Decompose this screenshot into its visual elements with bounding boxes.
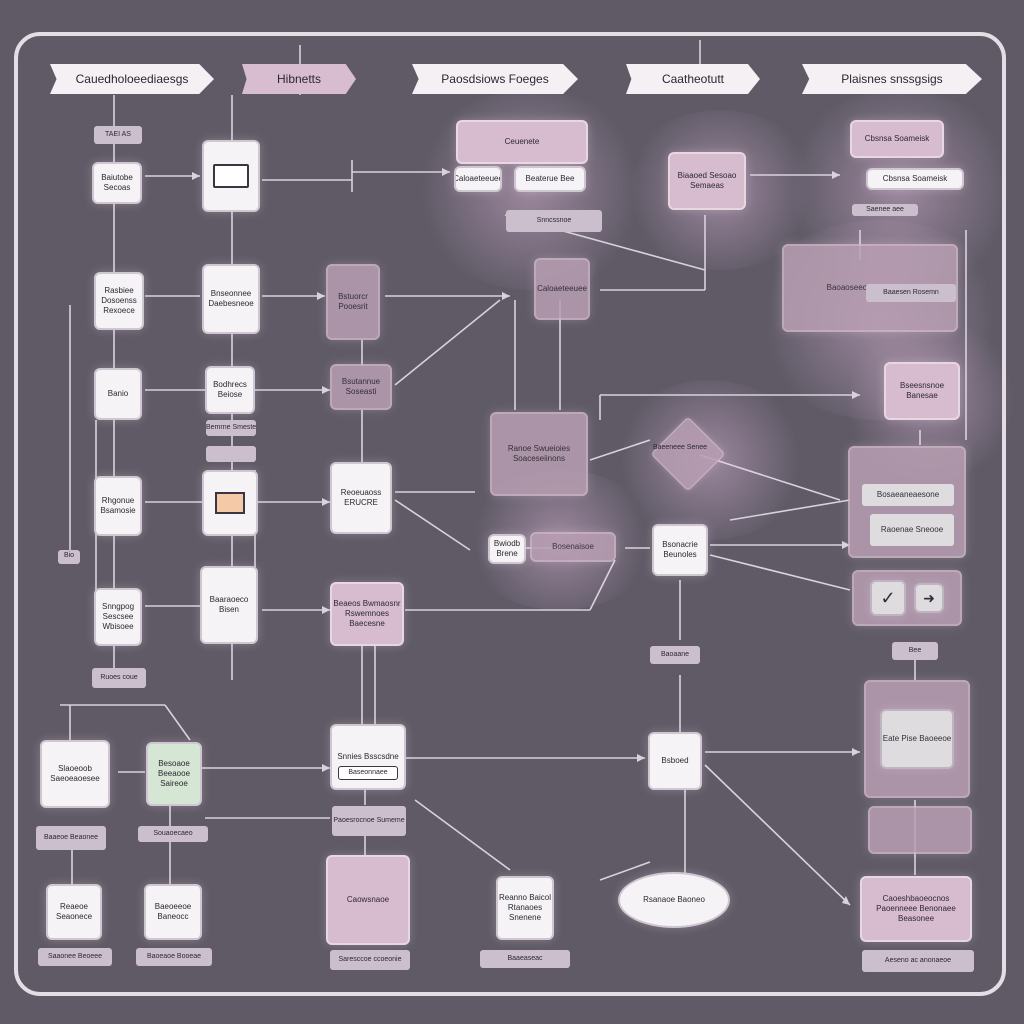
process-node[interactable]: Caoeshbaoeocnos Paoenneee Benonaee Beaso… <box>860 876 972 942</box>
process-node[interactable]: Rasbiee Dosoenss Rexoece <box>94 272 144 330</box>
header-5: Plaisnes snssgsigs <box>802 64 982 94</box>
process-node[interactable]: Caloaeteeuee <box>454 166 502 192</box>
image-icon <box>215 492 245 514</box>
process-node[interactable]: Reoeuaoss ERUCRE <box>330 462 392 534</box>
column-tag: TAEI AS <box>94 126 142 144</box>
process-node[interactable]: Bosenaisoe <box>530 532 616 562</box>
node-label: Saaonee Beoeee <box>38 948 112 966</box>
decision-label: Baeeneee Senee <box>652 444 708 451</box>
node-label: Ruoes coue <box>92 668 146 688</box>
node-label: Baseonnaee <box>338 766 398 780</box>
process-node[interactable] <box>868 806 972 854</box>
header-2: Hibnetts <box>242 64 356 94</box>
process-node[interactable]: Cbsnsa Soameisk <box>850 120 944 158</box>
node-label: Bemrne Smeste <box>206 420 256 436</box>
process-group[interactable]: Bosaeaneaesone Raoenae Sneooe <box>848 446 966 558</box>
process-node[interactable]: Bseesnsnoe Banesae <box>884 362 960 420</box>
header-4: Caatheotutt <box>626 64 760 94</box>
side-label: Bio <box>58 550 80 564</box>
diagram-frame <box>14 32 1006 996</box>
monitor-node[interactable]: Bodhrecs Beiose <box>205 366 255 414</box>
process-node[interactable]: Baeoeeoe Baneocc <box>144 884 202 940</box>
process-node[interactable]: Rhgonue Bsamosie <box>94 476 142 536</box>
process-node[interactable]: Biaaoed Sesoao Semaeas <box>668 152 746 210</box>
node-label: Baaeaseac <box>480 950 570 968</box>
process-node[interactable]: Bwiodb Brene <box>488 534 526 564</box>
terminal-node[interactable]: Rsanaoe Baoneo <box>618 872 730 928</box>
process-node[interactable]: Baiutobe Secoas <box>92 162 142 204</box>
document-node[interactable] <box>202 140 260 212</box>
node-label: Snncssnoe <box>506 210 602 232</box>
process-node[interactable]: Ranoe Swueioies Soaceseiinons <box>490 412 588 496</box>
node-label <box>206 446 256 462</box>
process-node[interactable]: Besoaoe Beeaooe Saireoe <box>146 742 202 806</box>
process-node[interactable]: Slaoeoob Saeoeaoesee <box>40 740 110 808</box>
process-node[interactable]: Beaterue Bee <box>514 166 586 192</box>
process-node[interactable]: Ceuenete <box>456 120 588 164</box>
node-label: Saenee aee <box>852 204 918 216</box>
process-node[interactable]: Reanno Baicol Rtanaoes Snenene <box>496 876 554 940</box>
check-icon: ✓ <box>870 580 906 616</box>
document-node[interactable]: Baaraoeco Bisen <box>200 566 258 644</box>
node-label: Baaeoe Beaonee <box>36 826 106 850</box>
process-node[interactable]: Bsboed <box>648 732 702 790</box>
process-node[interactable]: Reaeoe Seaonece <box>46 884 102 940</box>
node-label: Saresccoe ccoeonie <box>330 950 410 970</box>
icon-group[interactable]: ✓ ➜ <box>852 570 962 626</box>
document-icon <box>213 164 249 188</box>
node-label: Baoeaoe Booeae <box>136 948 212 966</box>
process-node: Eate Pise Baoeeoe <box>880 709 954 769</box>
process-node[interactable]: Bsonacrie Beunoles <box>652 524 708 576</box>
node-label: Bee <box>892 642 938 660</box>
process-node[interactable]: Caowsnaoe <box>326 855 410 945</box>
group-item: Raoenae Sneooe <box>870 514 954 546</box>
user-icon: ➜ <box>914 583 944 613</box>
process-node[interactable]: Snnies Bsscsdne <box>330 724 406 790</box>
group-item: Bosaeaneaesone <box>862 484 954 506</box>
process-node[interactable]: Snngpog Sescsee Wbisoee <box>94 588 142 646</box>
node-label: Paoesrocnoe Sumeme <box>332 806 406 836</box>
process-node[interactable]: Bsutannue Soseasti <box>330 364 392 410</box>
document-node[interactable]: Bnseonnee Daebesneoe <box>202 264 260 334</box>
header-3: Paosdsiows Foeges <box>412 64 578 94</box>
image-node[interactable] <box>202 470 258 536</box>
node-label: Aeseno ac anonaeoe <box>862 950 974 972</box>
process-node[interactable]: Bstuorcr Pooesrit <box>326 264 380 340</box>
process-node[interactable]: Cbsnsa Soameisk <box>866 168 964 190</box>
process-node[interactable]: Caloaeteeuee <box>534 258 590 320</box>
process-group[interactable]: Eate Pise Baoeeoe <box>864 680 970 798</box>
process-node[interactable]: Banio <box>94 368 142 420</box>
node-label: Souaoecaeo <box>138 826 208 842</box>
process-node[interactable]: Beaeos Bwmaosnr Rswemnoes Baecesne <box>330 582 404 646</box>
header-1: Cauedholoeediaesgs <box>50 64 214 94</box>
node-label: Baaesen Rosemn <box>866 284 956 302</box>
node-label: Baoaane <box>650 646 700 664</box>
